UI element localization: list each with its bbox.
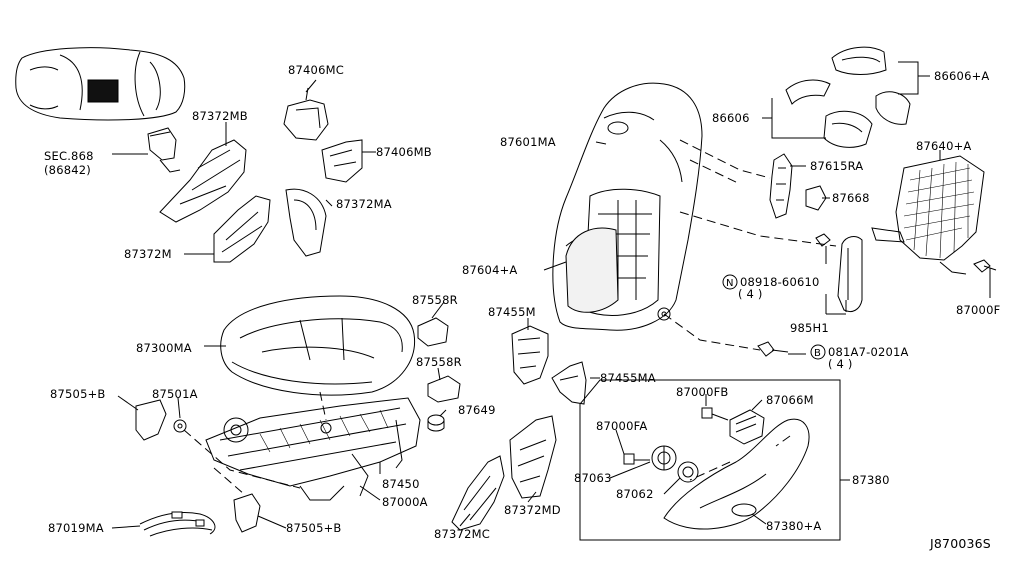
label-87501a: 87501A [152,387,198,401]
label-87372m: 87372M [124,247,172,261]
trim-87505b-lower [233,493,261,533]
label-87019ma: 87019MA [48,521,104,535]
label-87649: 87649 [458,403,496,417]
label-87615ra: 87615RA [810,159,863,173]
label-87380: 87380 [852,473,890,487]
trim-87372md [509,415,557,499]
part-labels: 87406MC 87372MB SEC.868 (86842) 87406MB … [44,63,1000,551]
label-87066m: 87066M [766,393,814,407]
label-87062: 87062 [616,487,654,501]
label-87372ma: 87372MA [336,197,392,211]
seat-cover-87406mc [283,87,329,141]
lever-trim-87615ra [769,153,793,219]
nut-08918-60610 [815,233,831,247]
diagram-code: J870036S [929,536,991,551]
side-airbag-985h1 [837,236,863,313]
label-87063: 87063 [574,471,612,485]
trim-87505b-upper [135,399,167,441]
screw-87000fb [701,407,729,421]
circle-n-symbol [722,274,738,290]
label-87604a: 87604+A [462,263,518,277]
seat-cover-87406mb [321,139,363,183]
seat-trim-87372ma [285,188,327,257]
knob-87063 [651,445,677,471]
screw-87000f [973,259,997,273]
label-081a7-qty: ( 4 ) [828,357,853,371]
label-985h1: 985H1 [790,321,829,335]
label-08918-60610: 08918-60610 [740,275,820,289]
wire-harness-87019ma [139,511,216,537]
group-box-87380 [579,379,841,541]
bracket-87455ma [551,361,587,405]
seat-belt-buckle [147,127,181,173]
trim-87372mc [451,455,505,531]
label-87000fa: 87000FA [596,419,647,433]
vent-cover-86606a [831,46,911,125]
circle-b-symbol [810,344,826,360]
label-87505b-upper: 87505+B [50,387,106,401]
seat-side-trim-87372mb [159,139,247,223]
label-87300ma: 87300MA [136,341,192,355]
knob-87062 [677,461,699,483]
label-87372mc: 87372MC [434,527,490,541]
bolt-081a7-0201a [757,341,789,357]
label-87558r-lower: 87558R [416,355,462,369]
symbol-b: B [814,348,821,359]
label-87450: 87450 [382,477,420,491]
label-87455ma: 87455MA [600,371,656,385]
seat-trim-87372m [213,195,271,263]
label-87455m: 87455M [488,305,536,319]
cap-87558r-lower [427,375,461,403]
label-87000f: 87000F [956,303,1000,317]
knob-87668 [805,185,827,211]
side-panel-87380a [663,418,810,530]
label-87372mb: 87372MB [192,109,248,123]
label-86606a: 86606+A [934,69,990,83]
seat-frame-87450 [205,397,421,501]
label-08918-qty: ( 4 ) [738,287,763,301]
seat-back-cover-87604a [565,227,671,321]
label-081a7-0201a: 081A7-0201A [828,345,909,359]
label-87668: 87668 [832,191,870,205]
label-87000fb: 87000FB [676,385,729,399]
label-87380a: 87380+A [766,519,822,533]
label-87372md: 87372MD [504,503,561,517]
assembly-guide-lines [183,139,837,495]
switch-87066m [729,409,765,445]
seat-cushion-87300ma [220,295,416,396]
plug-87649 [427,414,445,432]
label-87406mb: 87406MB [376,145,432,159]
cap-87558r-upper [417,317,449,347]
car-top-view-icon [15,47,186,121]
knob-87501a [173,419,187,433]
bracket-87455m [511,325,549,385]
leader-lines [111,61,991,529]
screw-87000fa [623,453,650,465]
label-87601ma: 87601MA [500,135,556,149]
back-panel-87640a [871,155,985,275]
label-87505b-lower: 87505+B [286,521,342,535]
label-87640a: 87640+A [916,139,972,153]
label-86606: 86606 [712,111,750,125]
label-87558r-upper: 87558R [412,293,458,307]
label-87000a: 87000A [382,495,428,509]
label-sec868: SEC.868 [44,149,94,163]
label-87406mc: 87406MC [288,63,344,77]
vent-cover-86606 [785,79,873,148]
symbol-n: N [726,278,734,289]
label-86842: (86842) [44,163,91,177]
